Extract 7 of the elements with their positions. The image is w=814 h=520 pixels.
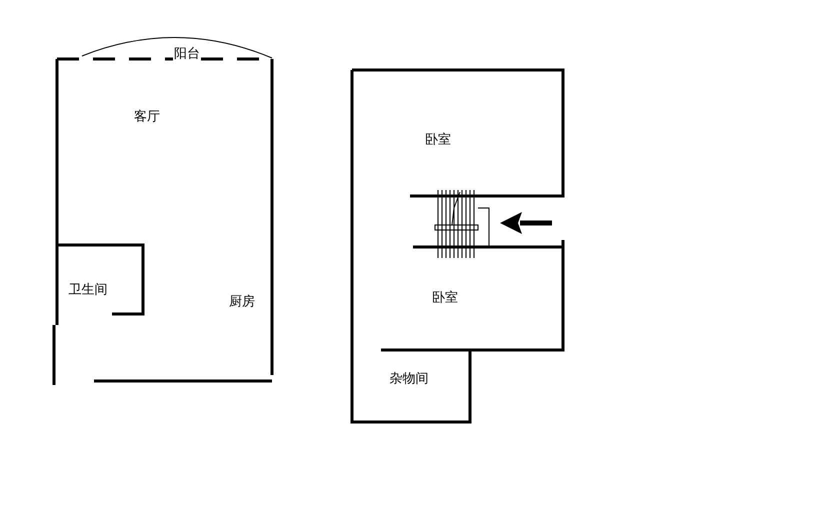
room-label: 阳台 bbox=[173, 48, 201, 60]
room-label: 客厅 bbox=[133, 110, 161, 124]
room-label: 杂物间 bbox=[388, 372, 430, 386]
room-label: 卧室 bbox=[431, 292, 459, 304]
room-label: 卧室 bbox=[424, 134, 452, 146]
room-label: 厨房 bbox=[228, 296, 256, 308]
room-label: 卫生间 bbox=[68, 284, 108, 296]
